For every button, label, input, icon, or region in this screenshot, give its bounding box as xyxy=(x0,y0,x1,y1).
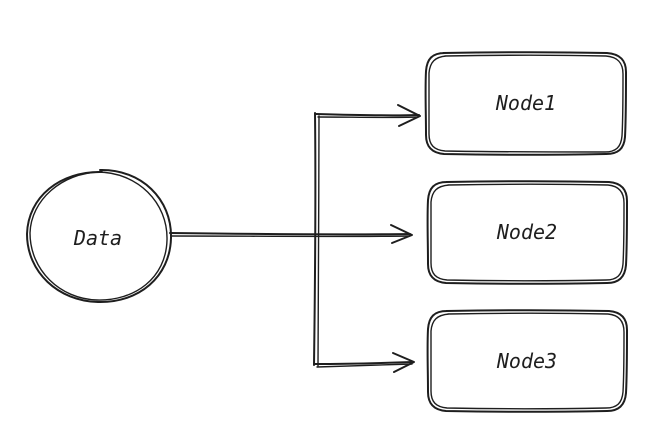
node3-label: Node3 xyxy=(496,349,557,373)
connector-data-to-node2 xyxy=(169,224,413,244)
node3-rect-sketch xyxy=(430,312,625,410)
node2-rect-sketch xyxy=(430,183,625,282)
connector-line-main xyxy=(169,232,411,236)
node1-rect xyxy=(424,51,627,156)
node2-rect xyxy=(426,180,628,285)
data-source-node[interactable]: Data xyxy=(26,168,173,304)
connector-line-node3 xyxy=(314,361,414,365)
data-source-label: Data xyxy=(73,226,122,250)
node3-rect xyxy=(426,309,628,413)
node2-box[interactable]: Node2 xyxy=(426,180,628,285)
connector-line-node1 xyxy=(315,113,420,117)
data-source-circle-sketch xyxy=(29,171,168,301)
node1-label: Node1 xyxy=(495,91,556,115)
node3-box[interactable]: Node3 xyxy=(426,309,628,413)
connector-to-node1 xyxy=(315,104,421,127)
branch-vertical-line xyxy=(313,112,317,366)
arrowhead-node1 xyxy=(397,104,421,127)
branch-vertical-line-sketch xyxy=(317,115,320,367)
node1-box[interactable]: Node1 xyxy=(424,51,627,156)
branch-vertical xyxy=(313,112,320,367)
node2-label: Node2 xyxy=(496,220,557,244)
data-source-circle xyxy=(26,168,173,304)
arrowhead-node2 xyxy=(390,224,413,244)
node1-rect-sketch xyxy=(428,54,624,153)
connector-to-node3 xyxy=(314,352,415,373)
connector-line-node3-sketch xyxy=(316,363,413,368)
arrowhead-node3 xyxy=(392,352,415,373)
